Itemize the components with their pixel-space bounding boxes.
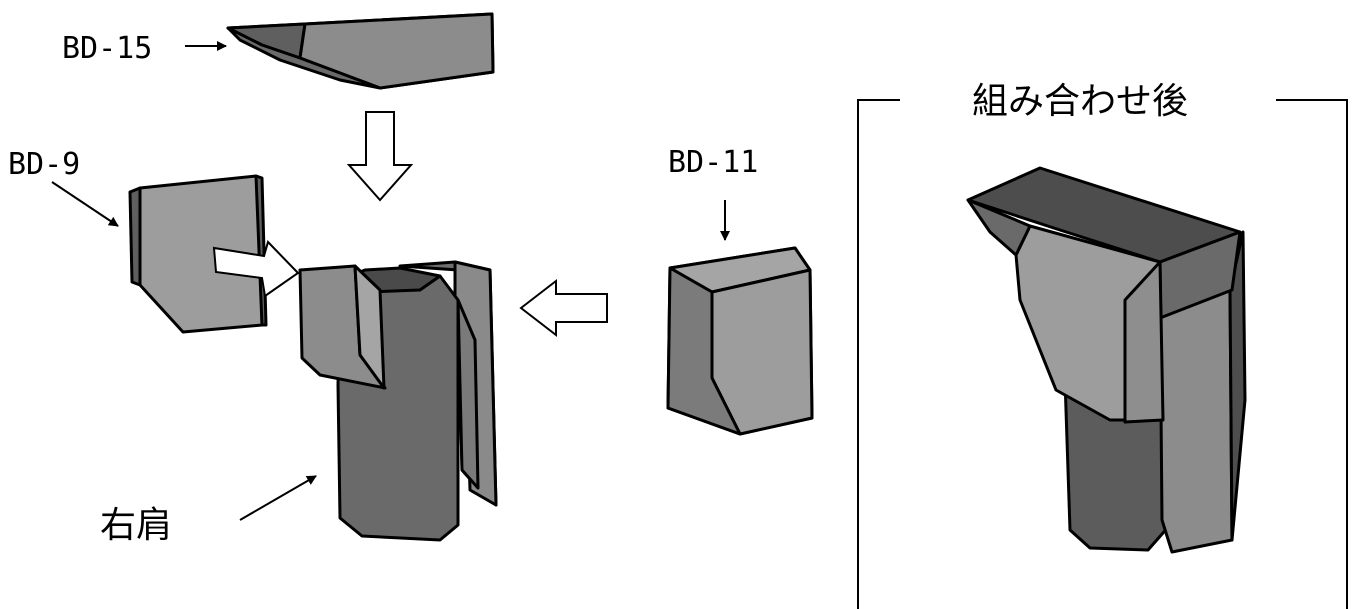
- part-bd15: [226, 12, 495, 90]
- right-shoulder-pointer: [239, 475, 317, 521]
- part-right-shoulder: [298, 260, 498, 542]
- label-bd11: BD-11: [668, 145, 759, 180]
- label-bd9: BD-9: [8, 147, 81, 182]
- combined-title: 組み合わせ後: [972, 81, 1189, 122]
- combined-frame: [857, 99, 1348, 609]
- label-bd15: BD-15: [62, 31, 153, 66]
- left-arrow: [519, 278, 608, 338]
- down-arrow: [346, 111, 414, 202]
- bd9-pointer: [51, 181, 119, 227]
- diagonal-arrow: [212, 240, 300, 298]
- label-right-shoulder: 右肩: [100, 505, 173, 546]
- combined-assembly: [966, 166, 1247, 554]
- part-bd11: [666, 246, 814, 436]
